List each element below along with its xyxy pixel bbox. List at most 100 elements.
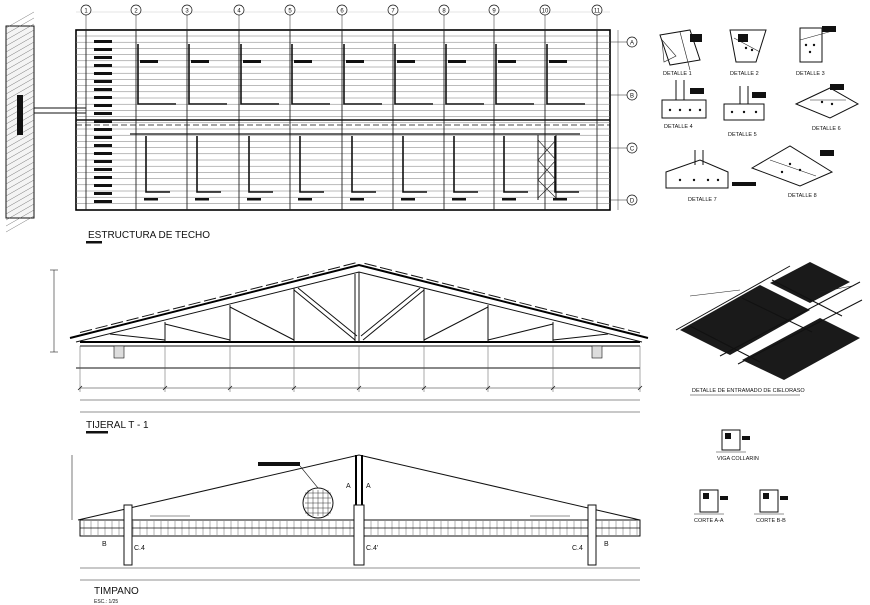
gable-elevation: C.4 C.4' C.4 A A B B TIMPANO ESC.: 1/25 (71, 454, 641, 605)
gable-column-left (123, 504, 133, 566)
rafter-end-mark (94, 152, 112, 155)
axis-letter-bubble (626, 142, 638, 154)
rafter-end-mark (94, 120, 112, 123)
roof-sheet (172, 305, 186, 310)
gable-col-label-right: C.4 (572, 545, 583, 552)
roof-sheet (296, 274, 310, 279)
axis-letter: D (630, 199, 635, 205)
beam-mark (243, 60, 261, 63)
rafter-end-mark (94, 160, 112, 163)
roof-sheet (95, 325, 108, 330)
corte-bb-section: CORTE B-B (754, 489, 788, 524)
truss-dimension-marks (77, 346, 643, 392)
detail-2-label: DETALLE 2 (730, 71, 759, 77)
rafter-end-mark (94, 200, 112, 203)
hatch-line (5, 149, 35, 167)
plan-title: ESTRUCTURA DE TECHO (88, 230, 210, 241)
rafter-end-mark (94, 80, 112, 83)
axis-number: 1 (84, 9, 88, 15)
rafter-end-mark (94, 64, 112, 67)
gable-cut-mark-b1: B (102, 541, 107, 548)
axis-bubble (438, 4, 450, 16)
detail-8-label: DETALLE 8 (788, 193, 817, 199)
beam-mark (346, 60, 364, 63)
gable-cut-mark-a1: A (346, 483, 351, 490)
axis-bubble (181, 4, 193, 16)
hatch-line (5, 71, 35, 89)
plan-title-underline (86, 241, 102, 244)
l-bracket (343, 44, 382, 105)
hatch-line (5, 11, 35, 29)
axis-number: 9 (492, 9, 496, 15)
roof-sheet (234, 289, 248, 294)
roof-sheet (503, 298, 517, 303)
axis-letter-bubble (626, 89, 638, 101)
roof-sheet (441, 282, 455, 287)
axis-number: 8 (442, 9, 446, 15)
detail-2: DETALLE 2 (729, 29, 767, 77)
hatch-line (5, 41, 35, 59)
l-bracket (137, 44, 176, 105)
rafter-end-mark (94, 136, 112, 139)
axis-letter-bubble (626, 194, 638, 206)
axis-letter: B (630, 94, 634, 100)
hatch-line (5, 17, 35, 35)
section-details: VIGA COLLARIN CORTE A-A CORTE B-B (694, 429, 788, 524)
rafter-end-mark (94, 72, 112, 75)
viga-collarin-section: VIGA COLLARIN (716, 429, 759, 462)
roof-sheet (627, 329, 641, 334)
roof-sheet (565, 313, 579, 318)
corte-aa-label: CORTE A-A (694, 518, 724, 524)
ceiling-framing-detail: DETALLE DE ENTRAMADO DE CIELORASO (675, 262, 863, 396)
truss-web-members (109, 272, 609, 342)
rafter-end-mark (94, 40, 112, 43)
detail-3: DETALLE 3 (796, 26, 837, 77)
roof-sheet (79, 328, 93, 333)
beam-mark (549, 60, 567, 63)
gable-scale: ESC.: 1/25 (94, 599, 118, 605)
roof-sheet (250, 285, 263, 290)
roof-sheet (312, 270, 325, 275)
axis-bubble (284, 4, 296, 16)
roof-sheet (327, 266, 341, 271)
gable-col-label-left: C.4 (134, 545, 145, 552)
beam-mark (144, 198, 158, 201)
corte-bb-label: CORTE B-B (756, 518, 786, 524)
beam-mark (553, 198, 567, 201)
hatch-line (5, 209, 35, 227)
l-bracket (503, 136, 528, 193)
roof-sheet (581, 317, 594, 322)
hatch-line (5, 191, 35, 209)
plan-rafter-marks (76, 40, 610, 203)
hatch-line (5, 137, 35, 155)
detail-1-label: DETALLE 1 (663, 71, 692, 77)
beam-mark (502, 198, 516, 201)
hatch-line (5, 59, 35, 77)
plan-axis-lines (76, 11, 610, 210)
hatch-line (5, 197, 35, 215)
gable-cut-mark-b2: B (604, 541, 609, 548)
hatch-line (5, 23, 35, 41)
l-bracket (394, 44, 433, 105)
l-bracket (495, 44, 534, 105)
axis-number: 4 (237, 9, 241, 15)
hatch-line (5, 155, 35, 173)
detail-7-label: DETALLE 7 (688, 197, 717, 203)
hatch-line (5, 143, 35, 161)
rafter-end-mark (94, 88, 112, 91)
connection-details: DETALLE 1 DETALLE 2 DETALLE 3 DETALLE 4 (659, 26, 860, 203)
rafter-end-mark (94, 56, 112, 59)
plan-bracing (537, 135, 557, 200)
truss-elevation: TIJERAL T - 1 (50, 262, 649, 434)
roof-sheet (395, 270, 408, 275)
l-bracket (546, 44, 585, 105)
rafter-end-mark (94, 176, 112, 179)
rafter-end-mark (94, 144, 112, 147)
detail-4: DETALLE 4 (661, 80, 707, 130)
roof-sheet (410, 274, 424, 279)
l-bracket (240, 44, 279, 105)
roof-sheet (426, 278, 439, 283)
axis-letter-bubble (626, 36, 638, 48)
